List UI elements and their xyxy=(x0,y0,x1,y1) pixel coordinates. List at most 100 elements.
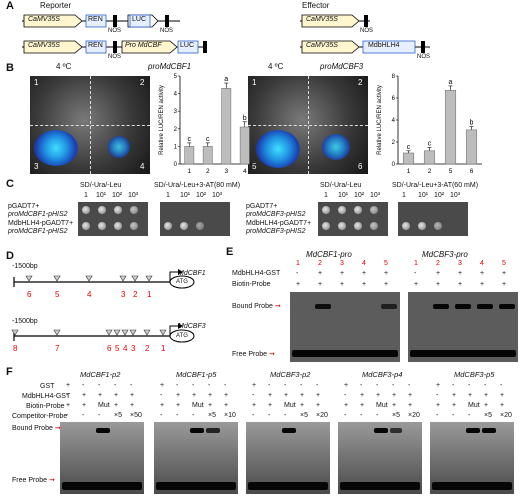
dilution-label: 10¹ xyxy=(180,192,191,199)
dilution-label: 10¹ xyxy=(338,192,349,199)
effector-title: Effector xyxy=(302,1,330,10)
site-number: 4 xyxy=(123,344,128,353)
site-number: 7 xyxy=(55,344,60,353)
site-number: 3 xyxy=(131,344,136,353)
lane-number: 1 xyxy=(296,260,300,267)
sign: - xyxy=(252,392,255,399)
site-number: 5 xyxy=(115,344,120,353)
panel-label-c: C xyxy=(6,178,14,190)
x-tick-label: 5 xyxy=(449,168,453,175)
c-right-head2: SD/-Ura/-Leu+3-AT(60 mM) xyxy=(392,182,479,189)
sign: - xyxy=(316,382,319,389)
arrow-icon: ➞ xyxy=(48,477,55,484)
quadrant-label: 2 xyxy=(358,78,363,87)
sign: + xyxy=(376,392,381,399)
sign: - xyxy=(500,382,503,389)
sign: - xyxy=(208,382,211,389)
sign: - xyxy=(176,382,179,389)
promoter-diagram xyxy=(11,269,195,343)
mdbhlh4-box xyxy=(362,40,416,54)
dilution-label: 1 xyxy=(324,192,328,199)
atg-label-2: ATG xyxy=(176,333,188,339)
sign: + xyxy=(252,402,257,409)
sign: - xyxy=(176,412,179,419)
sign: - xyxy=(192,382,195,389)
sign: + xyxy=(392,392,397,399)
sign: Mut xyxy=(376,402,388,409)
sign: + xyxy=(344,402,349,409)
sign: - xyxy=(300,382,303,389)
lane-number: 1 xyxy=(414,260,418,267)
bar xyxy=(239,126,250,165)
sign: + xyxy=(500,392,505,399)
bar xyxy=(444,89,457,165)
d-site-numbers-1: 6 5 4 3 2 1 xyxy=(0,290,230,300)
sign: + xyxy=(316,392,321,399)
sign: - xyxy=(436,392,439,399)
sign: ×20 xyxy=(316,412,328,419)
arrow-icon: ➞ xyxy=(54,425,61,432)
nos-label-4: NOS xyxy=(360,28,374,34)
x-tick-label: 3 xyxy=(224,168,228,175)
y-tick-label: 0 xyxy=(174,162,178,168)
ren-label-1: REN xyxy=(88,16,103,23)
dilution-label: 10¹ xyxy=(96,192,107,199)
camv35s-label-3: CaMV35S xyxy=(306,16,338,23)
bar xyxy=(423,150,436,165)
row-label: Competitor-Probe xyxy=(12,413,68,420)
x-tick-label: 1 xyxy=(407,168,411,175)
nos-label-5: NOS xyxy=(417,54,431,60)
sign: + xyxy=(480,270,485,277)
sign: + xyxy=(252,382,257,389)
sign: - xyxy=(414,270,417,277)
sign: + xyxy=(316,402,321,409)
sign: - xyxy=(268,412,271,419)
significance-letter: a xyxy=(449,79,453,86)
sign: - xyxy=(82,382,85,389)
f-row-labels: GST MdbHLH4-GST Biotin-Probe Competitor-… xyxy=(12,382,70,422)
lane-number: 4 xyxy=(362,260,366,267)
x-tick-label: 2 xyxy=(428,168,432,175)
e-title2: MdCBF3-pro xyxy=(422,250,468,259)
sign: - xyxy=(376,412,379,419)
sign: - xyxy=(82,412,85,419)
sign: ×5 xyxy=(114,412,122,419)
sign: Mut xyxy=(468,402,480,409)
nos-label-2: NOS xyxy=(160,28,174,34)
arrow-icon: ➞ xyxy=(268,351,275,358)
sign: - xyxy=(192,412,195,419)
sign: + xyxy=(114,402,119,409)
sign: - xyxy=(224,382,227,389)
c-right-head1: SD/-Ura/-Leu xyxy=(320,182,362,189)
site-number: 2 xyxy=(133,290,138,299)
quadrant-label: 4 xyxy=(140,162,145,171)
site-number: 8 xyxy=(13,344,18,353)
sign: ×10 xyxy=(224,412,236,419)
sign: ×5 xyxy=(392,412,400,419)
e-row-gst: MdbHLH4-GST xyxy=(232,270,281,277)
quadrant-label: 6 xyxy=(358,162,363,171)
site-number: 6 xyxy=(27,290,32,299)
sign: + xyxy=(408,392,413,399)
pro-mdcbf-box xyxy=(121,40,178,54)
sign: + xyxy=(82,392,87,399)
y-tick-label: 2 xyxy=(392,140,396,146)
sign: - xyxy=(468,382,471,389)
x-tick-label: 4 xyxy=(243,168,247,175)
row-label: MdbHLH4-GST xyxy=(22,393,71,400)
lane-number: 2 xyxy=(436,260,440,267)
sign: - xyxy=(408,382,411,389)
yeast-plate-2 xyxy=(160,202,230,236)
sign: - xyxy=(114,382,117,389)
sign: + xyxy=(98,392,103,399)
y-tick-label: 8 xyxy=(392,74,396,80)
y-tick-label: 0 xyxy=(392,162,396,168)
sign: + xyxy=(484,392,489,399)
site-number: 1 xyxy=(161,344,166,353)
sign: - xyxy=(468,412,471,419)
emsa-gel-f1 xyxy=(60,422,144,494)
b-right-temp: 4 ºC xyxy=(268,62,284,71)
sign: + xyxy=(340,281,345,288)
